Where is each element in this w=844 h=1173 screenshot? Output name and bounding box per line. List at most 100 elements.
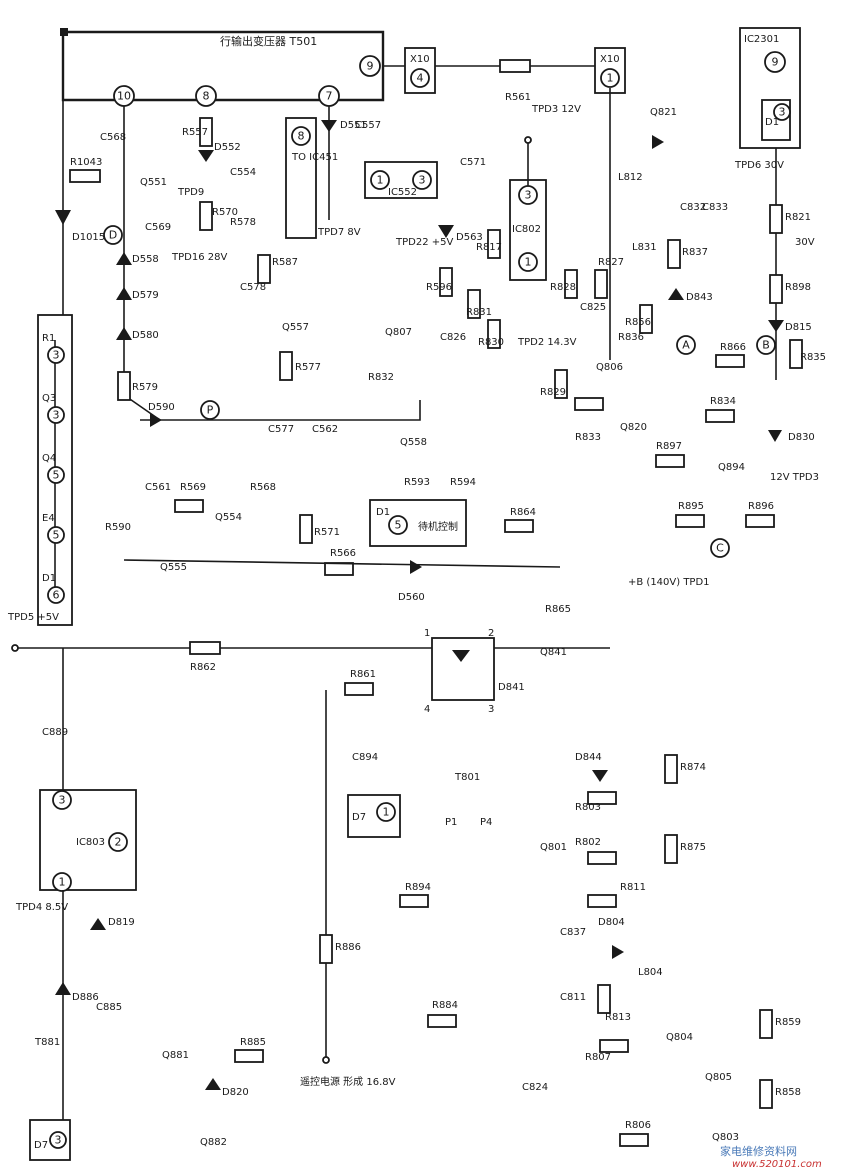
r803-label: R803 xyxy=(575,802,601,813)
svg-text:IC802: IC802 xyxy=(512,224,541,235)
r587-label: R587 xyxy=(272,257,298,268)
svg-text:1: 1 xyxy=(607,72,614,85)
q554-label: Q554 xyxy=(215,512,242,523)
diode-d590 xyxy=(150,413,162,427)
resistor-r1043 xyxy=(69,169,101,183)
node-P xyxy=(200,400,220,420)
r570-label: R570 xyxy=(212,207,238,218)
node-B xyxy=(756,335,776,355)
svg-text:1: 1 xyxy=(377,174,384,187)
c578-label: C578 xyxy=(240,282,266,293)
t801-label: T801 xyxy=(454,772,480,783)
resistor-r806 xyxy=(619,1133,649,1147)
q803-label: Q803 xyxy=(712,1132,739,1143)
diode-d804 xyxy=(612,945,624,959)
resistor-r886 xyxy=(319,934,333,964)
standby-control-block: D1 5 待机控制 xyxy=(369,499,467,547)
resistor-r571 xyxy=(299,514,313,544)
c557-label: C557 xyxy=(355,120,381,131)
t881-label: T881 xyxy=(34,1037,60,1048)
resistor-r587 xyxy=(257,254,271,284)
resistor-r898 xyxy=(769,274,783,304)
resistor-r802 xyxy=(587,851,617,865)
svg-text:9: 9 xyxy=(772,56,779,69)
tpd2-label: TPD2 14.3V xyxy=(517,337,577,348)
diode-d579 xyxy=(116,287,132,300)
flyback-transformer-t501: 行输出变压器 T501 xyxy=(60,28,385,102)
d1015-label: D1015 xyxy=(72,232,105,243)
d558-label: D558 xyxy=(132,254,159,265)
t501-pin-8: 8 xyxy=(195,85,217,107)
r806-label: R806 xyxy=(625,1120,651,1131)
resistor-r596 xyxy=(439,267,453,297)
r896-label: R896 xyxy=(748,501,774,512)
r886-label: R886 xyxy=(335,942,361,953)
q804-label: Q804 xyxy=(666,1032,693,1043)
d886-label: D886 xyxy=(72,992,99,1003)
d7-connector-1: D7 1 xyxy=(347,794,401,838)
d552-label: D552 xyxy=(214,142,241,153)
r861-label: R861 xyxy=(350,669,376,680)
c833-label: C833 xyxy=(702,202,728,213)
svg-text:D1: D1 xyxy=(42,573,56,584)
ic552-block: 1 3 IC552 xyxy=(364,161,438,199)
svg-text:6: 6 xyxy=(53,589,60,602)
svg-text:待机控制: 待机控制 xyxy=(418,520,458,533)
t501-pin-7: 7 xyxy=(318,85,340,107)
resistor-r817 xyxy=(487,229,501,259)
svg-text:5: 5 xyxy=(53,469,60,482)
svg-text:1: 1 xyxy=(424,628,430,639)
resistor-r566 xyxy=(324,562,354,576)
svg-text:X10: X10 xyxy=(600,54,620,65)
d579-label: D579 xyxy=(132,290,159,301)
l812-label: L812 xyxy=(618,172,643,183)
connector-pin-d1: D16 xyxy=(42,573,65,604)
node-A xyxy=(676,335,696,355)
c837-label: C837 xyxy=(560,927,586,938)
r594-label: R594 xyxy=(450,477,476,488)
r590-label: R590 xyxy=(105,522,131,533)
r593-label: R593 xyxy=(404,477,430,488)
svg-text:5: 5 xyxy=(53,529,60,542)
r874-label: R874 xyxy=(680,762,706,773)
tpd7-label: TPD7 8V xyxy=(317,227,361,238)
tpd5-label: TPD5 +5V xyxy=(7,612,59,623)
d580-label: D580 xyxy=(132,330,159,341)
r832-label: R832 xyxy=(368,372,394,383)
resistor-r875 xyxy=(664,834,678,864)
r811-label: R811 xyxy=(620,882,646,893)
r885-label: R885 xyxy=(240,1037,266,1048)
d551-label: D551 xyxy=(340,120,367,131)
c824-label: C824 xyxy=(522,1082,548,1093)
zener-d819 xyxy=(90,918,106,930)
d841-label: D841 xyxy=(498,682,525,693)
diode-d580 xyxy=(116,327,132,340)
svg-text:Q3: Q3 xyxy=(42,393,56,404)
q801-label: Q801 xyxy=(540,842,567,853)
resistor-r579 xyxy=(117,371,131,401)
resistor-r827 xyxy=(594,269,608,299)
resistor-r569 xyxy=(174,499,204,513)
resistor-r557 xyxy=(199,117,213,147)
r836-label: R836 xyxy=(618,332,644,343)
q894-label: Q894 xyxy=(718,462,745,473)
d819-label: D819 xyxy=(108,917,135,928)
resistor-r828 xyxy=(564,269,578,299)
diode-d815 xyxy=(768,320,784,332)
resistor-r821 xyxy=(769,204,783,234)
watermark-url: www.520101.com xyxy=(732,1159,822,1170)
d844-label: D844 xyxy=(575,752,602,763)
diode-q821 xyxy=(652,135,664,149)
connector-pin-q4: Q45 xyxy=(42,453,65,484)
resistor-r561 xyxy=(499,59,531,73)
c569-label: C569 xyxy=(145,222,171,233)
t501-label: 行输出变压器 T501 xyxy=(220,34,317,48)
c562-label: C562 xyxy=(312,424,338,435)
c811-label: C811 xyxy=(560,992,586,1003)
svg-text:3: 3 xyxy=(55,1134,62,1147)
r828-label: R828 xyxy=(550,282,576,293)
d7-connector-3: D7 3 xyxy=(29,1119,71,1161)
resistor-r885 xyxy=(234,1049,264,1063)
resistor-r866 xyxy=(715,354,745,368)
r802-label: R802 xyxy=(575,837,601,848)
